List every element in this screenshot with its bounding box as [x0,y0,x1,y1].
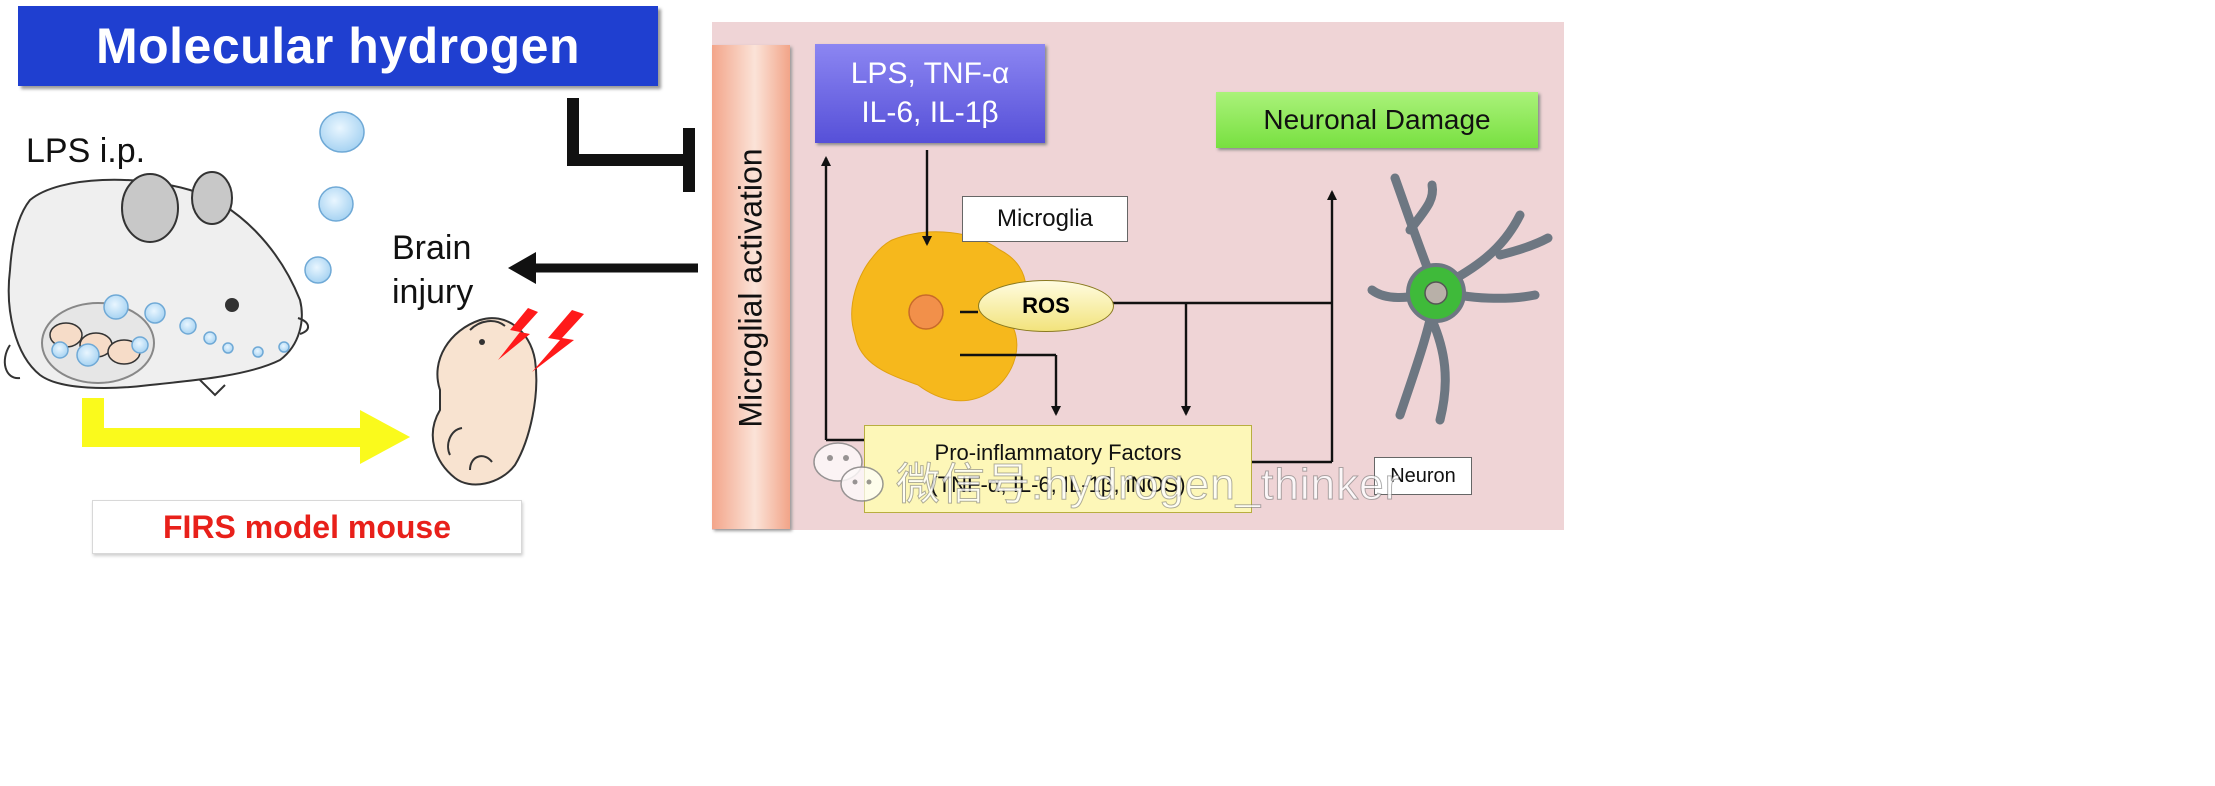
microglia-label: Microglia [996,205,1094,232]
firs-model-box: FIRS model mouse [92,500,522,554]
neuronal-damage-box: Neuronal Damage [1216,92,1538,148]
pro-inflammatory-box: Pro-inflammatory Factors (TNF-α, IL-6, I… [864,425,1252,513]
watermark-text: 微信号:hydrogen_thinker [895,460,1401,510]
brain-injury-line-1: Brain [392,229,472,267]
cytokine-box: LPS, TNF-α IL-6, IL-1β [815,44,1045,143]
hydrogen-bubbles [51,111,365,367]
pup-illustration [431,317,538,486]
mouse-illustration [3,171,309,397]
ros-oval: ROS [978,280,1114,332]
neuronal-damage-label: Neuronal Damage [1263,104,1491,135]
lps-ip-label: LPS i.p. [26,132,146,170]
microglia-label-box: Microglia [962,196,1128,242]
page-title: Molecular hydrogen [95,18,581,74]
brain-injury-line-2: injury [392,273,474,312]
microglia-nucleus [908,294,944,330]
lightning-icon [498,308,538,360]
cytokine-line-2: IL-6, IL-1β [861,95,999,129]
firs-model-label: FIRS model mouse [162,508,452,545]
pro-inflammatory-list: (TNF-α, IL-6, IL-1β, iNOS) [930,472,1186,497]
inhibition-line [567,98,688,166]
neuron-label-box: Neuron [1374,457,1472,495]
title-banner: Molecular hydrogen [18,6,658,86]
microglial-activation-box [712,45,790,529]
cytokine-line-1: LPS, TNF-α [850,57,1010,91]
microglial-activation-label: Microglial activation [732,148,769,428]
brain-injury-label: Brain injury [392,226,473,314]
neuron-label: Neuron [1390,464,1456,487]
pro-inflammatory-title: Pro-inflammatory Factors [934,440,1182,466]
ros-label: ROS [1022,293,1070,318]
lightning-icon [532,310,584,372]
